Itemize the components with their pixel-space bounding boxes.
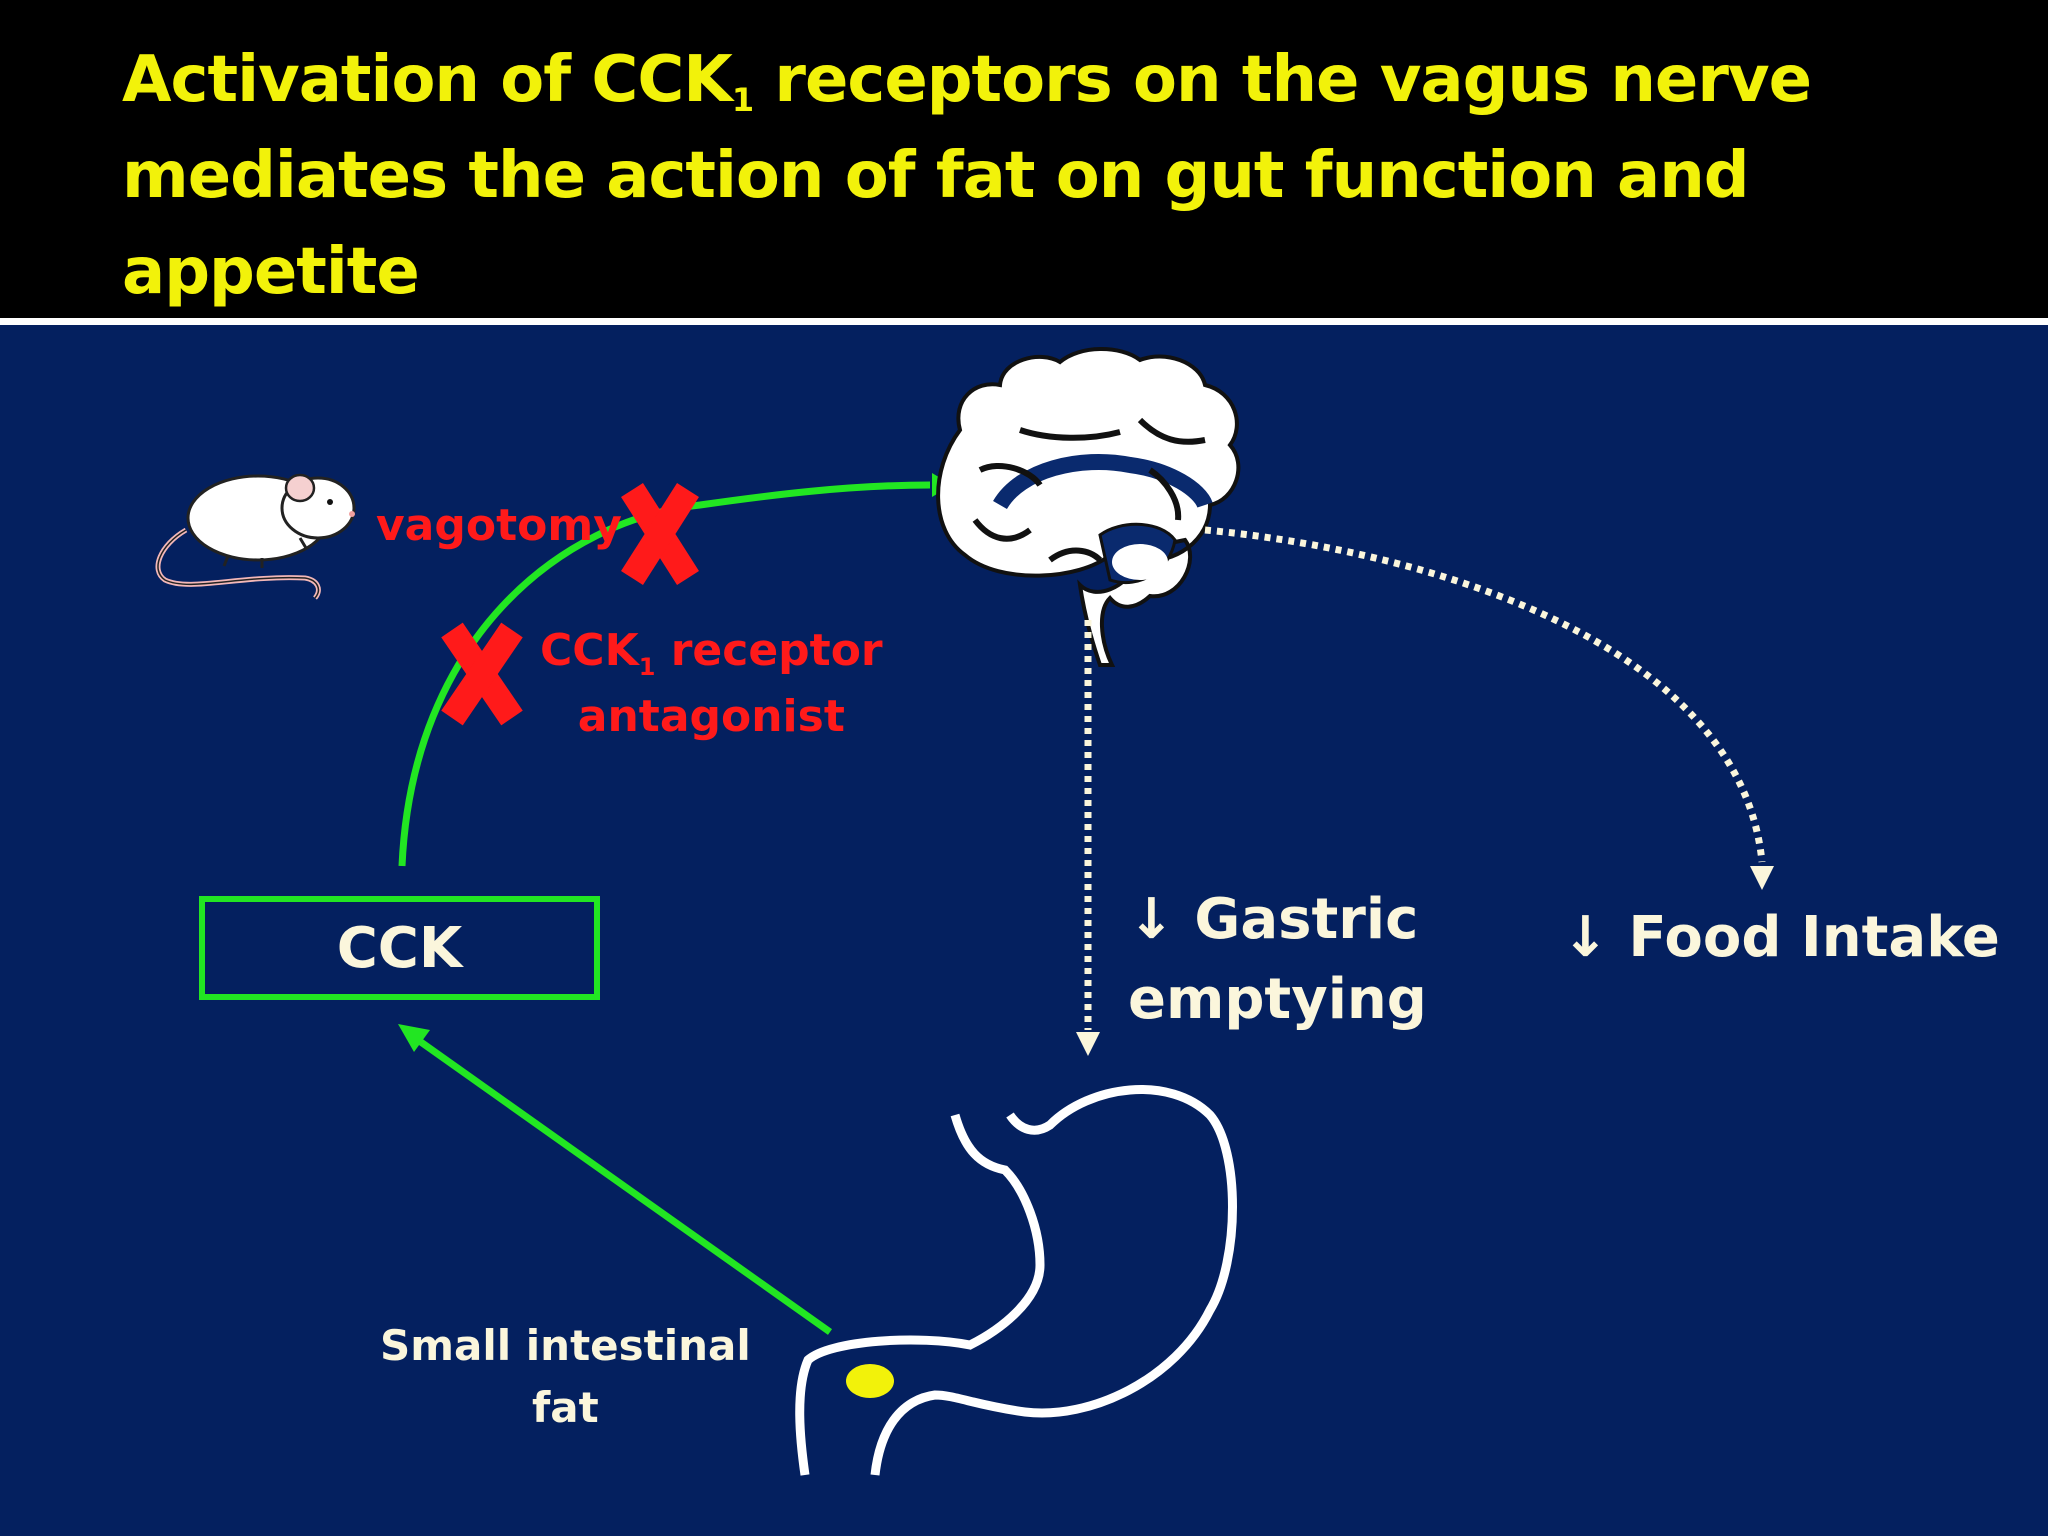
title-part-2: receptors on the vagus nerve mediates th…: [122, 43, 1812, 309]
title-subscript: 1: [731, 81, 754, 119]
title-divider: [0, 318, 2048, 325]
cck-label: CCK: [336, 915, 463, 981]
title-bar: [0, 0, 2048, 318]
food-intake-label: ↓ Food Intake: [1562, 905, 2000, 970]
gastric-label-2: emptying: [1128, 967, 1427, 1032]
slide-title: Activation of CCK1 receptors on the vagu…: [122, 32, 2002, 320]
food-intake-dotted-arrowhead: [1750, 866, 1774, 890]
small-intestinal-fat-label: Small intestinal fat: [380, 1315, 751, 1439]
food-intake-dotted-arrow: [1204, 526, 1766, 863]
brain-icon: [936, 347, 1241, 667]
antagonist-subscript: 1: [638, 653, 656, 681]
antagonist-label: CCK1 receptor antagonist: [540, 618, 883, 750]
title-part-1: Activation of CCK: [122, 43, 733, 117]
vagotomy-block-x: [621, 483, 699, 585]
gastric-dotted-arrowhead: [1076, 1032, 1100, 1056]
fat-label-1: Small intestinal: [380, 1321, 751, 1370]
antagonist-label-c: antagonist: [577, 691, 845, 742]
fat-to-cck-arrowhead: [398, 1024, 430, 1052]
gastric-emptying-label: ↓ Gastric emptying: [1128, 880, 1427, 1040]
cck-box: CCK: [199, 896, 600, 1000]
antagonist-block-x: [441, 622, 523, 726]
stomach-icon: [795, 1085, 1237, 1476]
antagonist-label-a: CCK: [540, 625, 639, 676]
fat-droplet: [846, 1364, 894, 1398]
fat-to-cck-arrow: [415, 1037, 833, 1335]
fat-label-2: fat: [532, 1383, 599, 1432]
vagotomy-label: vagotomy: [376, 500, 622, 551]
mouse-icon: [155, 473, 356, 600]
antagonist-label-b: receptor: [655, 625, 883, 676]
gastric-label-1: ↓ Gastric: [1128, 887, 1419, 952]
